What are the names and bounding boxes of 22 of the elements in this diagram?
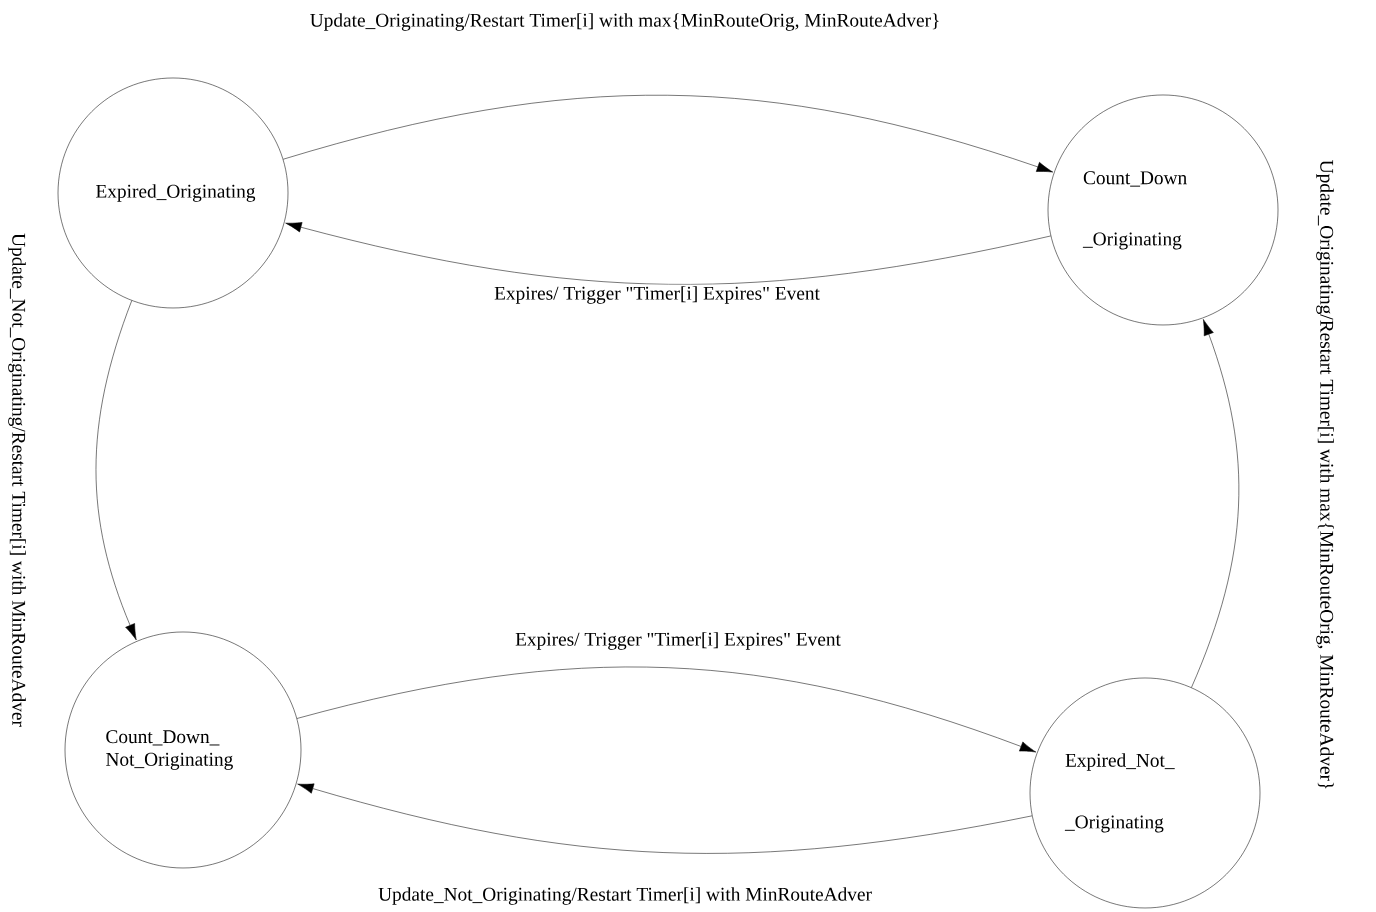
state-label: Count_Down xyxy=(1083,171,1187,187)
state-label: Expired_Originating xyxy=(96,184,256,202)
arrow xyxy=(296,666,1037,753)
arrow xyxy=(297,783,1033,854)
state-label: Expired_Not_ xyxy=(1065,753,1175,771)
arrow xyxy=(95,300,137,641)
state-circle xyxy=(64,631,302,869)
arrow xyxy=(1191,319,1239,688)
state-circle xyxy=(1029,677,1261,909)
edge-label: Update_Originating/Restart Timer[i] with max{MinRouteOrig, MinRouteAdver} xyxy=(1314,158,1336,792)
edge-label: Expires/ Trigger "Timer[i] Expires" Event xyxy=(492,284,822,306)
edge-label: Update_Originating/Restart Timer[i] with max{MinRouteOrig, MinRouteAdver} xyxy=(308,11,942,33)
edge-label: Update_Not_Originating/Restart Timer[i] with MinRouteAdver xyxy=(6,231,28,729)
state-circle xyxy=(1047,94,1279,326)
edge-label: Expires/ Trigger "Timer[i] Expires" Event xyxy=(513,630,843,652)
state-label: _Originating xyxy=(1064,815,1164,833)
arrow xyxy=(285,222,1051,285)
state-label: Count_Down_ Not_Originating xyxy=(106,730,233,770)
state-label: _Originating xyxy=(1082,232,1182,250)
state-circle xyxy=(57,77,289,309)
edge-label: Update_Not_Originating/Restart Timer[i] with MinRouteAdver xyxy=(376,885,874,907)
arrow xyxy=(282,95,1054,173)
